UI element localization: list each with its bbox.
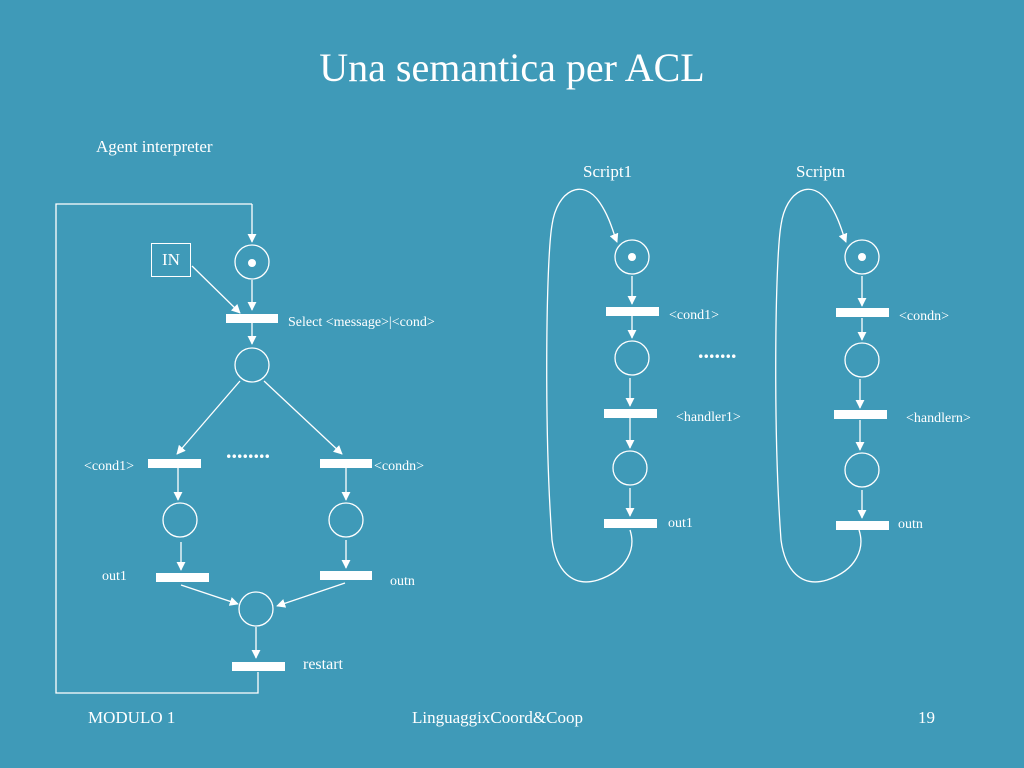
cond1-transition-label: <cond1> [84, 459, 135, 474]
select-transition-label: Select <message>|<cond> [288, 315, 435, 330]
script1-transition-cond [606, 307, 659, 316]
transition-cond1 [148, 459, 201, 468]
arc-place-to-cond1 [176, 380, 241, 455]
scriptn-transition-out [836, 521, 889, 530]
scriptn-transition-cond [836, 308, 889, 317]
scriptn-loop [775, 188, 862, 583]
transition-out1 [156, 573, 209, 582]
script1-header: Script1 [583, 162, 633, 181]
place-merge [238, 591, 274, 627]
script1-place-cond [614, 340, 650, 376]
scriptn-place-start [844, 239, 880, 275]
script1-handler-label: <handler1> [676, 410, 741, 425]
condn-transition-label: <condn> [374, 459, 425, 474]
restart-feedback-loop [55, 203, 259, 694]
place-start [234, 244, 270, 280]
script1-loop [546, 188, 633, 583]
footer-module: MODULO 1 [88, 708, 176, 727]
footer-page-number: 19 [918, 708, 935, 727]
footer-course: LinguaggixCoord&Coop [412, 708, 583, 727]
arc-outn-to-merge [276, 582, 346, 608]
token-agent-start [248, 259, 256, 267]
script1-transition-handler [604, 409, 657, 418]
transition-select [226, 314, 278, 323]
slide-title: Una semantica per ACL [319, 45, 705, 90]
outn-transition-label: outn [390, 574, 415, 589]
arc-out1-to-merge [180, 584, 239, 606]
transition-restart [232, 662, 285, 671]
agent-interpreter-header: Agent interpreter [96, 137, 213, 156]
restart-transition-label: restart [303, 656, 343, 673]
scripts-ellipsis: ....... [698, 338, 737, 363]
token-scriptn-start [858, 253, 866, 261]
scriptn-header: Scriptn [796, 162, 846, 181]
branches-ellipsis: ........ [226, 438, 270, 463]
place-message-selected [234, 347, 270, 383]
script1-out-label: out1 [668, 516, 693, 531]
scriptn-out-label: outn [898, 517, 923, 532]
arc-place-to-condn [263, 380, 343, 455]
scriptn-place-handler [844, 452, 880, 488]
token-script1-start [628, 253, 636, 261]
arc-in-to-select [191, 265, 241, 314]
in-box: IN [151, 243, 191, 277]
place-cond1 [162, 502, 198, 538]
out1-transition-label: out1 [102, 569, 127, 584]
place-condn [328, 502, 364, 538]
transition-condn [320, 459, 372, 468]
transition-outn [320, 571, 372, 580]
script1-place-handler [612, 450, 648, 486]
script1-cond-label: <cond1> [669, 308, 720, 323]
script1-place-start [614, 239, 650, 275]
scriptn-transition-handler [834, 410, 887, 419]
scriptn-cond-label: <condn> [899, 309, 950, 324]
script1-transition-out [604, 519, 657, 528]
scriptn-handler-label: <handlern> [906, 411, 971, 426]
scriptn-place-cond [844, 342, 880, 378]
